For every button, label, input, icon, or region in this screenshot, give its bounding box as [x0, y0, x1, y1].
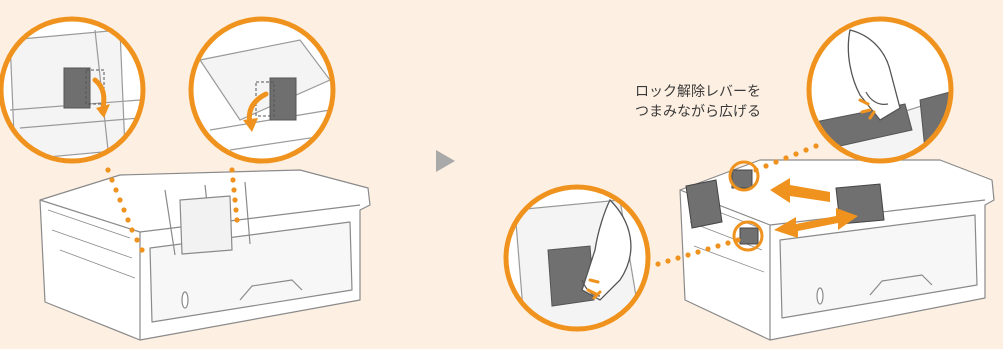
left-paper-tray — [40, 170, 370, 340]
detail-circle-left-2 — [190, 18, 335, 163]
detail-circle-left-1 — [0, 18, 145, 163]
detail-circle-right-bottom — [505, 186, 650, 335]
detail-circle-right-top — [808, 18, 960, 170]
instruction-caption: ロック解除レバーを つまみながら広げる — [608, 82, 788, 122]
caption-line-2: つまみながら広げる — [608, 102, 788, 122]
caption-line-1: ロック解除レバーを — [608, 82, 788, 102]
next-step-arrow-icon — [436, 150, 455, 172]
right-paper-tray — [680, 160, 994, 340]
